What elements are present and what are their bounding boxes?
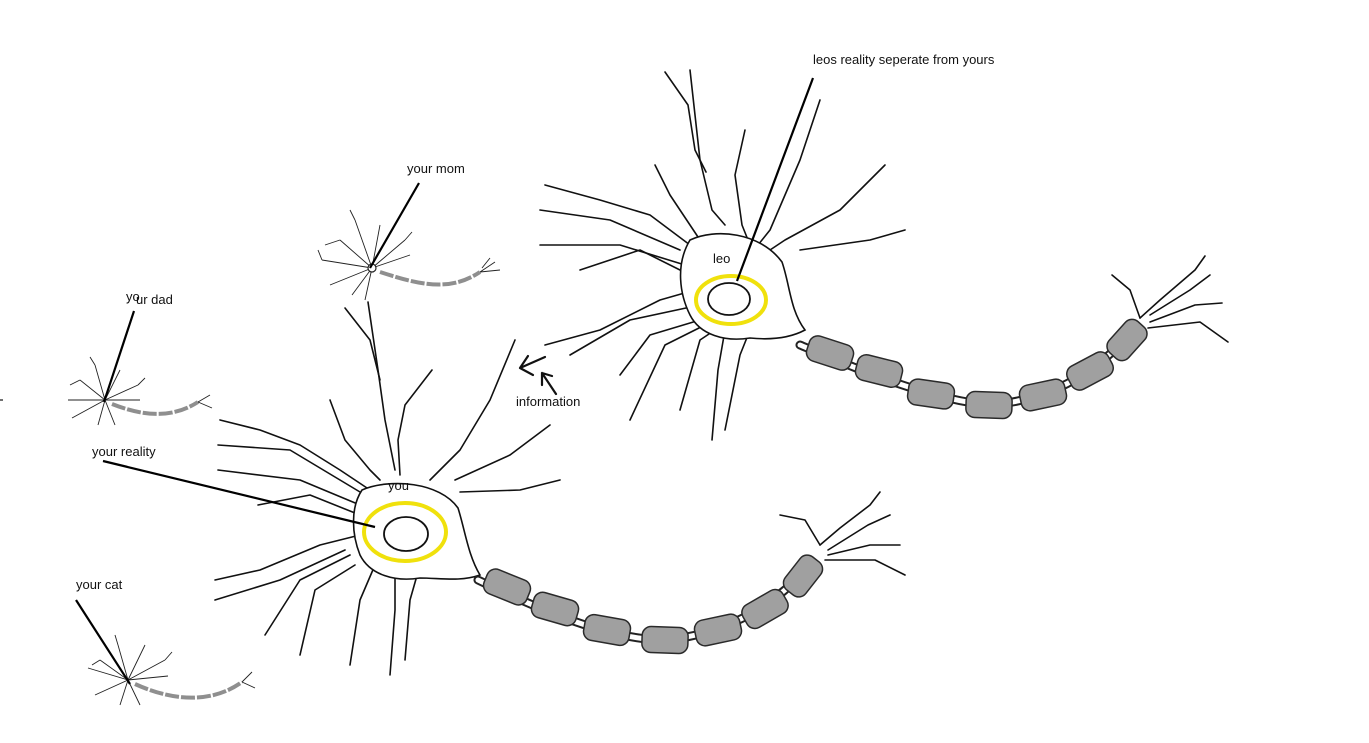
your-reality-label: your reality — [92, 444, 156, 459]
leo-label: leo — [713, 251, 730, 266]
leo-reality-ring — [694, 274, 768, 326]
leo-nucleus — [707, 282, 751, 316]
you-label: you — [388, 478, 409, 493]
your-reality-pointer — [102, 459, 376, 529]
leo-myelin-sheath — [805, 318, 1148, 420]
leo-reality-pointer — [735, 77, 815, 282]
mom-pointer — [369, 182, 420, 269]
your-reality-ring — [362, 501, 448, 563]
you-myelin-sheath — [482, 554, 824, 655]
information-label: information — [516, 394, 580, 409]
cat-label: your cat — [76, 577, 123, 592]
information-arrows — [518, 354, 558, 396]
mom-label: your mom — [407, 161, 465, 176]
you-axon-terminals — [779, 491, 906, 576]
dad-neuron — [68, 356, 213, 426]
dad-label-part1: yo — [126, 289, 140, 304]
dad-pointer — [102, 310, 136, 403]
leo-dendrites — [539, 69, 906, 441]
you-nucleus — [383, 516, 429, 552]
leo-neuron — [539, 69, 1229, 441]
mom-neuron — [317, 209, 501, 301]
cat-pointer — [75, 599, 131, 685]
leo-reality-label: leos reality seperate from yours — [813, 52, 995, 67]
dad-label-part2: ur dad — [136, 292, 173, 307]
you-dendrites — [214, 301, 561, 676]
cat-neuron — [87, 634, 256, 706]
you-neuron — [214, 301, 906, 676]
leo-axon-terminals — [1111, 255, 1229, 343]
